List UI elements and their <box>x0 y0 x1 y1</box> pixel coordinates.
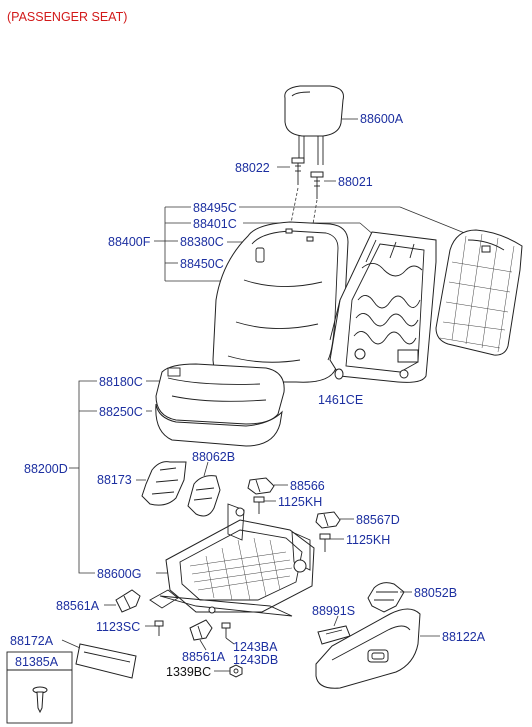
label-1339BC: 1339BC <box>166 665 211 679</box>
fastener-81385A-part[interactable] <box>32 686 48 714</box>
shield-88122A-part[interactable] <box>315 608 421 689</box>
nut-1339BC-part[interactable] <box>229 664 243 678</box>
label-1243DB: 1243DB <box>233 653 278 667</box>
headrest-part[interactable] <box>284 85 344 165</box>
headrest-guide-88021-part[interactable] <box>310 171 324 199</box>
seat-cushion-cover-part[interactable] <box>155 363 285 425</box>
cover-88561A-rear-part[interactable] <box>189 619 213 641</box>
label-88600A: 88600A <box>360 112 404 126</box>
bolt-1125KH-lower-part[interactable] <box>319 533 331 552</box>
clip-1461CE-part[interactable] <box>334 368 344 380</box>
label-88567D: 88567D <box>356 513 400 527</box>
bracket-88566-part[interactable] <box>247 477 275 495</box>
diagram-title: (PASSENGER SEAT) <box>7 10 127 24</box>
label-88401C: 88401C <box>193 217 237 231</box>
seat-cushion-pad-part[interactable] <box>155 403 283 447</box>
seat-track-frame-part[interactable] <box>149 503 315 617</box>
seat-back-cover-part[interactable] <box>212 221 349 383</box>
headrest-guide-88022-part[interactable] <box>291 157 305 185</box>
label-88021: 88021 <box>338 175 373 189</box>
label-88495C: 88495C <box>193 201 237 215</box>
label-1461CE: 1461CE <box>318 393 363 407</box>
label-88062B: 88062B <box>192 450 235 464</box>
label-88400F: 88400F <box>108 235 151 249</box>
label-81385A: 81385A <box>15 655 59 669</box>
label-88566: 88566 <box>290 479 325 493</box>
bolt-1125KH-upper-part[interactable] <box>253 496 265 514</box>
label-88172A: 88172A <box>10 634 54 648</box>
cover-88561A-front-part[interactable] <box>115 589 141 613</box>
trim-88172A-part[interactable] <box>75 643 137 679</box>
label-88380C: 88380C <box>180 235 224 249</box>
label-1243BA: 1243BA <box>233 640 278 654</box>
bolt-1243BA-part[interactable] <box>221 622 231 638</box>
label-88450C: 88450C <box>180 257 224 271</box>
label-88991S: 88991S <box>312 604 355 618</box>
label-88600G: 88600G <box>97 567 141 581</box>
seat-back-frame-part[interactable] <box>329 231 437 383</box>
label-88561A-rear: 88561A <box>182 650 226 664</box>
label-88173: 88173 <box>97 473 132 487</box>
shield-88052B-part[interactable] <box>367 582 405 613</box>
shield-88062B-part[interactable] <box>187 475 221 517</box>
label-88250C: 88250C <box>99 405 143 419</box>
seat-back-board-part[interactable] <box>435 229 523 356</box>
label-88122A: 88122A <box>442 630 486 644</box>
label-88022: 88022 <box>235 161 270 175</box>
bolt-1123SC-part[interactable] <box>154 620 164 636</box>
label-88052B: 88052B <box>414 586 457 600</box>
label-1125KH-upper: 1125KH <box>278 495 322 509</box>
label-88561A-front: 88561A <box>56 599 100 613</box>
bracket-88567D-part[interactable] <box>315 511 341 529</box>
label-1125KH-lower: 1125KH <box>346 533 390 547</box>
label-88200D: 88200D <box>24 462 68 476</box>
label-88180C: 88180C <box>99 375 143 389</box>
label-1123SC: 1123SC <box>96 620 140 634</box>
shield-88173-part[interactable] <box>141 461 187 506</box>
